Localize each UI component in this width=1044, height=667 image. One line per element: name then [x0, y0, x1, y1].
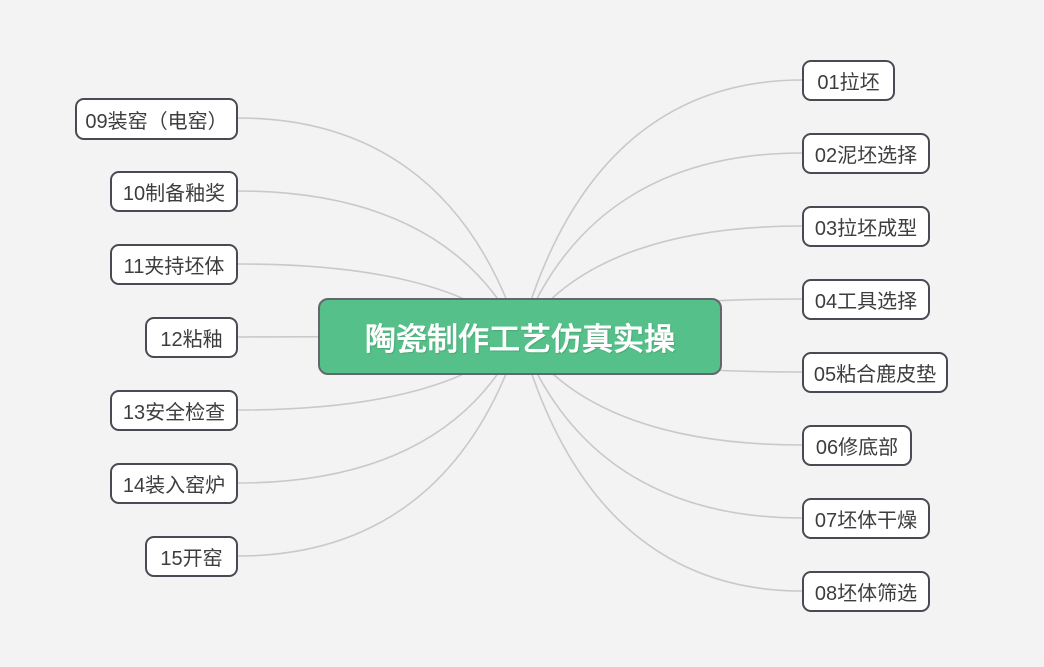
node-label: 09装窑（电窑） [85, 110, 228, 133]
mindmap-node-14[interactable]: 14装入窑炉 [110, 463, 238, 504]
mindmap-node-04[interactable]: 04工具选择 [802, 279, 930, 320]
mindmap-node-09[interactable]: 09装窑（电窑） [75, 98, 238, 140]
mindmap-node-06[interactable]: 06修底部 [802, 425, 912, 466]
node-label: 10制备釉奖 [122, 183, 226, 205]
mindmap-node-07[interactable]: 07坯体干燥 [802, 498, 930, 539]
connector-line [237, 335, 521, 557]
node-label: 01拉坯 [817, 72, 880, 94]
central-topic-node[interactable]: 陶瓷制作工艺仿真实操 [318, 298, 722, 375]
central-topic-label: 陶瓷制作工艺仿真实操 [365, 322, 675, 357]
node-label: 07坯体干燥 [814, 510, 918, 532]
mindmap-node-11[interactable]: 11夹持坯体 [110, 244, 238, 285]
mindmap-node-12[interactable]: 12粘釉 [145, 317, 238, 358]
connector-line [519, 335, 803, 592]
connector-line [519, 79, 803, 337]
node-label: 15开窑 [160, 548, 223, 570]
node-label: 02泥坯选择 [814, 145, 918, 167]
mindmap-node-05[interactable]: 05粘合鹿皮垫 [802, 352, 948, 393]
node-label: 05粘合鹿皮垫 [813, 364, 937, 386]
mindmap-node-01[interactable]: 01拉坯 [802, 60, 895, 101]
mindmap-node-13[interactable]: 13安全检查 [110, 390, 238, 431]
node-label: 13安全检查 [122, 402, 226, 424]
mindmap-node-03[interactable]: 03拉坯成型 [802, 206, 930, 247]
connector-line [519, 152, 803, 337]
node-label: 12粘釉 [160, 329, 223, 351]
mindmap-node-15[interactable]: 15开窑 [145, 536, 238, 577]
connector-line [237, 117, 521, 337]
node-label: 14装入窑炉 [122, 475, 226, 497]
node-label: 03拉坯成型 [814, 218, 918, 240]
node-label: 04工具选择 [814, 291, 918, 313]
node-label: 06修底部 [815, 437, 899, 459]
mindmap-node-08[interactable]: 08坯体筛选 [802, 571, 930, 612]
connector-line [519, 335, 803, 519]
node-label: 11夹持坯体 [123, 256, 225, 278]
mindmap-node-02[interactable]: 02泥坯选择 [802, 133, 930, 174]
mindmap-node-10[interactable]: 10制备釉奖 [110, 171, 238, 212]
node-label: 08坯体筛选 [814, 583, 918, 605]
